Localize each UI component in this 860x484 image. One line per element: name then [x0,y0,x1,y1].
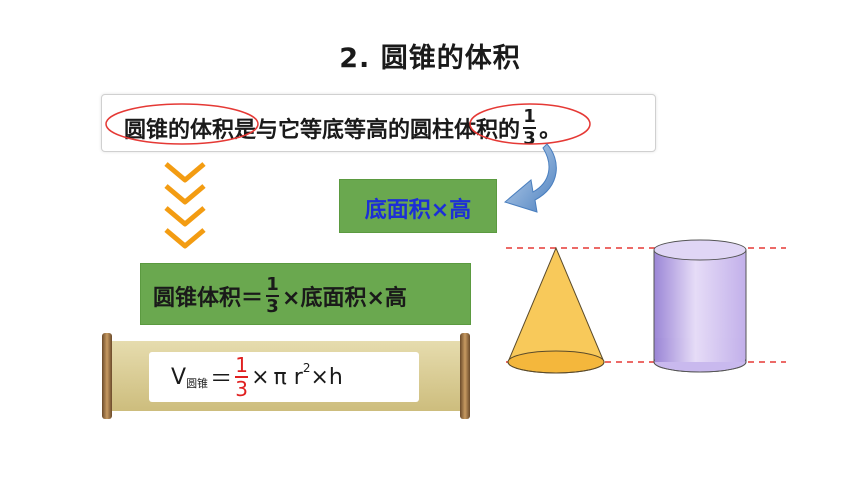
red-ellipses [105,103,591,145]
curved-arrow-icon [503,143,557,213]
formula-times: × [251,364,270,390]
cone-volume-formula-text: 圆锥体积＝ 1 3 ×底面积×高 [153,276,407,316]
cone-volume-ellipse [105,103,259,145]
fraction-bar [266,295,280,297]
cylinder-shape [653,239,747,373]
formula-fraction: 1 3 [235,353,249,401]
fraction-numerator: 1 [523,106,536,127]
fraction-numerator: 1 [235,353,248,377]
formula-words-fraction: 1 3 [266,274,280,317]
statement-fraction: 1 3 [523,106,537,149]
chevron-down-icon [164,162,206,249]
fraction-numerator: 1 [266,274,279,295]
statement-middle: 是与它等底等高的 [234,118,411,143]
volume-formula: V 圆锥 ＝ 1 3 × π r 2 ×h [149,352,419,402]
base-area-times-height-text: 底面积×高 [364,198,472,223]
formula-equals: ＝ [210,367,233,392]
cylinder-volume-ellipse [469,103,591,145]
fraction-denominator: 3 [235,377,248,401]
fraction-denominator: 3 [523,128,536,149]
formula-exponent: 2 [302,361,311,375]
formula-scroll: V 圆锥 ＝ 1 3 × π r 2 ×h [99,333,473,419]
fraction-bar [523,127,537,129]
formula-pi-r: π r [273,364,303,390]
cone-cylinder-figure [506,239,786,374]
cone-volume-formula-box: 圆锥体积＝ 1 3 ×底面积×高 [140,263,471,325]
fraction-bar [235,376,249,378]
statement-box: 圆锥的体积 是与它等底等高的 圆柱体积 的 1 3 。 [101,94,656,152]
base-area-times-height-box: 底面积×高 [339,179,497,233]
formula-times-h: ×h [310,364,343,390]
statement-cylinder-volume: 圆柱体积 [410,118,499,143]
statement-cone-volume: 圆锥的体积 [124,118,235,143]
statement-end: 。 [539,118,562,143]
formula-v: V [171,364,187,390]
statement-text: 圆锥的体积 是与它等底等高的 圆柱体积 的 1 3 。 [124,108,561,148]
formula-subscript: 圆锥 [186,377,209,390]
fraction-denominator: 3 [266,296,279,317]
formula-words-left: 圆锥体积＝ [153,286,264,311]
statement-de: 的 [498,118,521,143]
page-title: 2. 圆锥的体积 [339,43,521,74]
cone-shape [507,246,605,374]
formula-words-right: ×底面积×高 [282,286,407,311]
